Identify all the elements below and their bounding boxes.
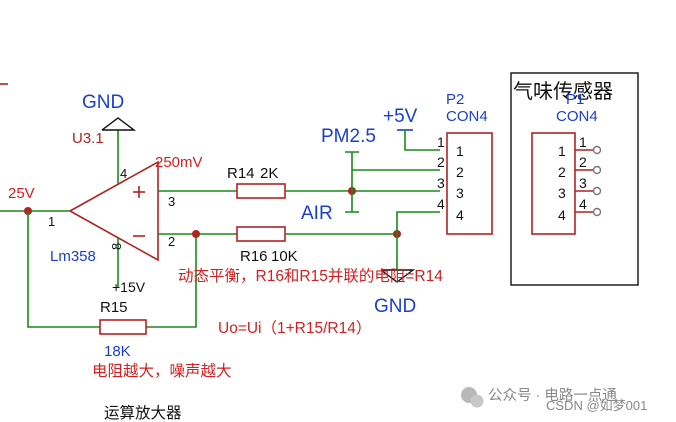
pin-1-label: 1 bbox=[48, 214, 55, 229]
p1-type: CON4 bbox=[556, 108, 598, 125]
wechat-logo-icon bbox=[461, 387, 484, 408]
p2-pin-3-outer: 3 bbox=[437, 175, 445, 191]
r16-value: 10K bbox=[271, 248, 298, 265]
pin-3-label: 3 bbox=[168, 194, 175, 209]
pm25-label: PM2.5 bbox=[321, 126, 376, 147]
opamp-u3-1 bbox=[68, 130, 159, 288]
p1-pin-1-inner: 1 bbox=[558, 143, 566, 159]
caption: 运算放大器 bbox=[104, 403, 182, 422]
p2-pin-4-outer: 4 bbox=[437, 196, 445, 212]
p1-pin-3-outer: 3 bbox=[579, 175, 587, 191]
p2-ref: P2 bbox=[446, 91, 464, 108]
opamp-triangle bbox=[68, 160, 159, 262]
p1-pin-leads bbox=[575, 145, 602, 217]
vin-25v-label: 25V bbox=[8, 185, 35, 202]
p2-pin-3-inner: 3 bbox=[456, 185, 464, 201]
connector-p1 bbox=[531, 132, 576, 235]
resistor-r14 bbox=[236, 183, 286, 199]
pin-2-label: 2 bbox=[168, 234, 175, 249]
air-stub bbox=[345, 191, 359, 213]
r14-ref: R14 bbox=[227, 165, 255, 182]
resistor-r15 bbox=[99, 319, 147, 335]
gain-formula: Uo=Ui（1+R15/R14） bbox=[218, 320, 371, 337]
r15-ref: R15 bbox=[100, 299, 128, 316]
p2-pin-4-inner: 4 bbox=[456, 207, 464, 223]
opamp-ref-label: U3.1 bbox=[72, 130, 104, 147]
pin-8-label: 8 bbox=[109, 243, 124, 250]
resistor-r16 bbox=[236, 226, 286, 242]
pin4-wire bbox=[396, 211, 440, 234]
gnd-symbol-bottom bbox=[380, 269, 416, 283]
pm25-stub bbox=[345, 151, 359, 191]
p2-pin-1-inner: 1 bbox=[456, 143, 464, 159]
watermark-credit: CSDN @如梦001 bbox=[546, 398, 647, 413]
gnd-top-label: GND bbox=[82, 92, 124, 113]
p1-pin-2-inner: 2 bbox=[558, 164, 566, 180]
p1-pin-2-outer: 2 bbox=[579, 154, 587, 170]
sensor-frame bbox=[510, 72, 639, 286]
watermark-brand: 公众号 · 电路一点通 bbox=[488, 387, 617, 404]
feedback-right-wire bbox=[146, 234, 197, 328]
air-label: AIR bbox=[301, 203, 333, 224]
balance-note: 动态平衡，R16和R15并联的电阻=R14 bbox=[178, 267, 443, 285]
p2-pin-2-inner: 2 bbox=[456, 164, 464, 180]
p1-pin-4-inner: 4 bbox=[558, 207, 566, 223]
connector-p2 bbox=[446, 132, 493, 235]
p1-ref: P1 bbox=[566, 91, 584, 108]
r15-value: 18K bbox=[104, 343, 131, 360]
vref-label: 250mV bbox=[155, 154, 203, 171]
supply-15v-label: +15V bbox=[112, 279, 146, 295]
p1-pin-4-outer: 4 bbox=[579, 196, 587, 212]
p2-type: CON4 bbox=[446, 108, 488, 125]
p1-pin-3-inner: 3 bbox=[558, 185, 566, 201]
r14-value: 2K bbox=[260, 165, 278, 182]
plus5v-label: +5V bbox=[383, 106, 418, 127]
junction-minus bbox=[192, 230, 200, 238]
pin1-wire bbox=[404, 130, 440, 151]
sensor-title: 气味传感器 bbox=[513, 80, 613, 103]
feedback-left-wire bbox=[27, 211, 100, 328]
pin-4-label: 4 bbox=[120, 166, 127, 181]
r16-ref: R16 bbox=[240, 248, 268, 265]
gnd-bottom-label: GND bbox=[374, 296, 416, 317]
opamp-part-label: Lm358 bbox=[50, 248, 96, 265]
p1-pin-1-outer: 1 bbox=[579, 134, 587, 150]
gnd-symbol-top bbox=[101, 117, 137, 131]
noise-note: 电阻越大，噪声越大 bbox=[92, 362, 232, 380]
p2-pin-1-outer: 1 bbox=[437, 134, 445, 150]
p2-pin-2-outer: 2 bbox=[437, 154, 445, 170]
